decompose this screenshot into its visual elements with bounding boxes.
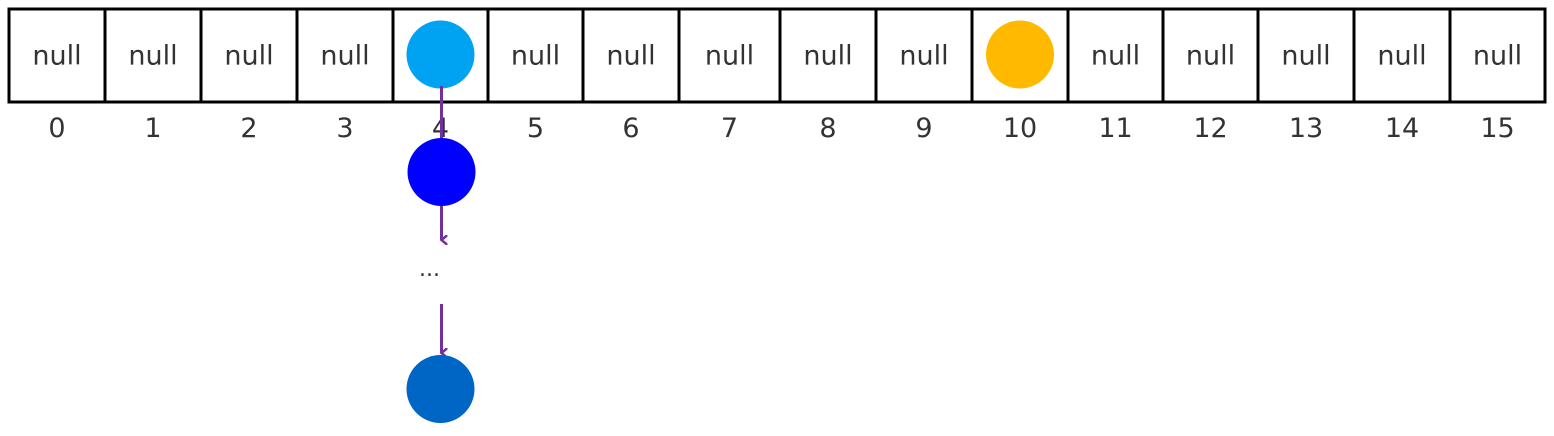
bucket-index-label: 1 bbox=[144, 113, 161, 144]
bucket-indices: 0123456789101112131415 bbox=[48, 113, 1514, 144]
bucket-chain: ... bbox=[406, 86, 476, 423]
bucket-index-label: 6 bbox=[622, 113, 639, 144]
bucket-index-label: 9 bbox=[915, 113, 932, 144]
bucket-index-label: 12 bbox=[1193, 113, 1227, 144]
bucket-array: null null null null null null null null null null… bbox=[7, 7, 1547, 104]
chain-node bbox=[406, 355, 475, 423]
bucket-null-label: null bbox=[511, 41, 560, 72]
bucket-null-label: null bbox=[1091, 41, 1140, 72]
bucket-index-label: 14 bbox=[1385, 113, 1419, 144]
bucket-index-label: 0 bbox=[48, 113, 65, 144]
bucket-null-label: null bbox=[1473, 41, 1522, 72]
bucket-null-label: null bbox=[1186, 41, 1235, 72]
bucket-index-label: 7 bbox=[721, 113, 738, 144]
bucket-index-label: 11 bbox=[1098, 113, 1132, 144]
bucket-null-label: null bbox=[1281, 41, 1330, 72]
bucket-node bbox=[406, 20, 475, 89]
bucket-null-label: null bbox=[128, 41, 177, 72]
bucket-null-label: null bbox=[32, 41, 81, 72]
bucket-index-label: 15 bbox=[1480, 113, 1514, 144]
bucket-null-label: null bbox=[899, 41, 948, 72]
bucket-null-label: null bbox=[705, 41, 754, 72]
bucket-index-label: 2 bbox=[240, 113, 257, 144]
bucket-null-label: null bbox=[320, 41, 369, 72]
bucket-cell bbox=[1448, 7, 1547, 104]
bucket-index-label: 10 bbox=[1003, 113, 1037, 144]
bucket-null-label: null bbox=[606, 41, 655, 72]
bucket-node bbox=[986, 20, 1054, 89]
bucket-null-label: null bbox=[224, 41, 273, 72]
bucket-index-label: 13 bbox=[1289, 113, 1323, 144]
bucket-index-label: 8 bbox=[819, 113, 836, 144]
bucket-index-label: 5 bbox=[527, 113, 544, 144]
bucket-null-label: null bbox=[1377, 41, 1426, 72]
chain-ellipsis: ... bbox=[419, 257, 440, 282]
bucket-null-label: null bbox=[803, 41, 852, 72]
bucket-index-label: 3 bbox=[336, 113, 353, 144]
chain-node bbox=[407, 138, 476, 206]
